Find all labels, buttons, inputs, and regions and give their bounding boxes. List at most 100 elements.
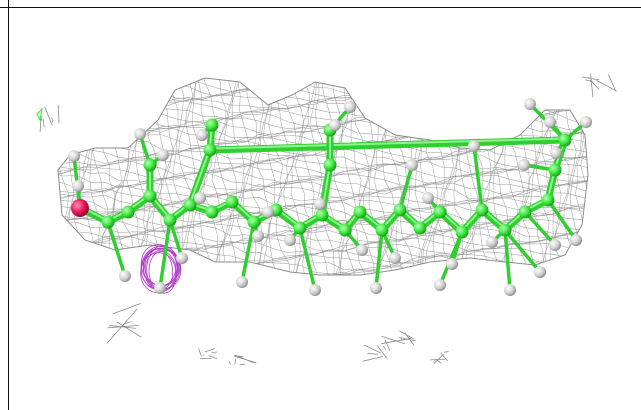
hydrogen-atom <box>236 276 248 288</box>
mesh-line <box>222 78 240 275</box>
frame-top-border <box>0 7 641 8</box>
carbon-atom <box>375 223 389 237</box>
carbon-atom <box>541 193 555 207</box>
hydrogen-atom <box>434 279 446 291</box>
carbon-atom <box>205 205 219 219</box>
mesh-line <box>58 255 588 271</box>
mesh-line <box>594 68 609 292</box>
mesh-line <box>294 78 311 275</box>
hydrogen-bond <box>158 218 172 290</box>
mesh-line <box>58 180 588 197</box>
hydrogen-atom <box>549 239 561 251</box>
mesh-fragment <box>429 351 449 365</box>
hydrogen-atom <box>262 206 274 218</box>
carbon-atom <box>293 221 307 235</box>
mesh-fragment <box>228 354 257 365</box>
mesh-line <box>58 231 588 248</box>
mesh-line <box>502 78 519 275</box>
molecular-viewport[interactable] <box>9 8 641 410</box>
mesh-line <box>58 78 64 275</box>
mesh-line <box>58 87 588 103</box>
carbon-atom <box>121 205 135 219</box>
hydrogen-atom <box>446 258 458 270</box>
hydrogen-bond <box>240 220 256 284</box>
hydrogen-atom <box>157 149 169 161</box>
mesh-line <box>561 78 578 275</box>
mesh-line <box>58 78 588 85</box>
hydrogen-atom <box>284 234 296 246</box>
hydrogen-atom <box>524 98 536 110</box>
carbon-atom <box>101 215 115 229</box>
hydrogen-bond <box>298 226 317 292</box>
hydrogen-atom <box>570 234 582 246</box>
mesh-line <box>92 78 109 275</box>
mesh-line <box>58 143 588 161</box>
mesh-line <box>99 78 116 275</box>
mesh-line <box>242 78 257 275</box>
mesh-fragment <box>581 73 617 98</box>
mesh-line <box>607 68 621 292</box>
mesh-line <box>600 68 616 292</box>
mesh-line <box>215 78 234 275</box>
hydrogen-bond <box>106 220 127 278</box>
hydrogen-atom <box>119 270 131 282</box>
magenta-mesh-loop <box>148 250 177 294</box>
mesh-line <box>58 263 588 275</box>
mesh-line <box>49 276 609 292</box>
hydrogen-atom <box>550 147 562 159</box>
hydrogen-bond <box>546 198 578 242</box>
hydrogen-bond <box>398 163 414 212</box>
bond <box>206 136 569 154</box>
mesh-line <box>58 163 588 181</box>
hydrogen-atom <box>406 159 418 171</box>
mesh-line <box>418 78 434 275</box>
mesh-line <box>309 78 325 275</box>
carbon-atom <box>558 133 572 147</box>
carbon-atom <box>393 203 407 217</box>
hydrogen-atom <box>68 150 80 162</box>
carbon-atom <box>143 189 157 203</box>
mesh-line <box>62 78 75 275</box>
carbon-atom <box>338 223 352 237</box>
mesh-line <box>58 235 588 253</box>
bond-highlight <box>209 137 566 150</box>
carbon-atom <box>143 158 157 172</box>
carbon-atom <box>163 213 177 227</box>
carbon-atom <box>455 225 469 239</box>
mesh-line <box>211 78 227 275</box>
hydrogen-atom <box>72 180 84 192</box>
mesh-line <box>290 78 305 275</box>
hydrogen-bond <box>168 218 184 260</box>
hydrogen-atom <box>422 192 434 204</box>
mesh-line <box>360 78 375 275</box>
carbon-atom <box>203 143 217 157</box>
hydrogen-atom <box>196 129 208 141</box>
hydrogen-atom <box>309 284 321 296</box>
mesh-line <box>58 78 588 80</box>
carbon-atom <box>183 198 197 212</box>
mesh-line <box>430 78 446 275</box>
mesh-line <box>49 281 609 296</box>
mesh-line <box>49 289 609 304</box>
mesh-fragment <box>381 330 416 346</box>
oxygen-atom <box>71 199 89 217</box>
hydrogen-atom <box>580 116 592 128</box>
mesh-line <box>49 62 609 76</box>
atom-layer <box>68 98 592 296</box>
mesh-line <box>424 78 441 275</box>
mesh-fragment <box>362 339 391 362</box>
hydrogen-bond <box>374 228 384 290</box>
molecule-render <box>36 62 621 365</box>
hydrogen-atom <box>468 140 480 152</box>
carbon-atom <box>315 208 329 222</box>
mesh-line <box>569 78 582 275</box>
mesh-line <box>58 78 588 93</box>
left-mesh-fragment <box>39 104 60 133</box>
hydrogen-atom <box>154 282 166 294</box>
hydrogen-bond <box>523 210 557 247</box>
carbon-atom <box>498 223 512 237</box>
mesh-line <box>79 78 96 275</box>
hydrogen-atom <box>370 282 382 294</box>
carbon-atom <box>247 215 261 229</box>
